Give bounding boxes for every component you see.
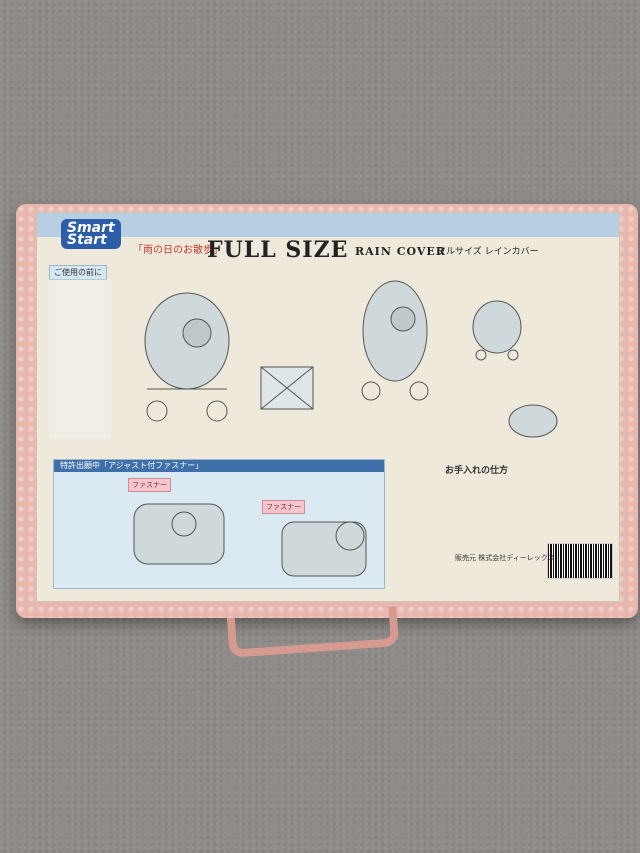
zipper-diagram-1 <box>133 503 225 565</box>
top-blue-band <box>37 213 619 237</box>
zipper-panel-header: 特許出願中「アジャスト付ファスナー」 <box>54 460 384 472</box>
zipper-diagram-2 <box>281 521 367 577</box>
product-subtitle-jp: フルサイズ レインカバー <box>437 247 539 257</box>
brand-logo-line1: Smart <box>67 220 115 236</box>
zipper-tag-2: ファスナー <box>262 500 305 514</box>
stroller-diagram-4 <box>508 404 558 438</box>
product-title: FULL SIZE <box>207 237 349 263</box>
insert-card: Smart Start 「雨の日のお散歩」 FULL SIZE RAIN COV… <box>36 212 620 602</box>
stroller-diagram-3 <box>472 300 522 361</box>
stroller-diagram-2 <box>361 280 429 401</box>
left-text-column <box>49 279 111 439</box>
zipper-panel: 特許出願中「アジャスト付ファスナー」 ファスナー ファスナー <box>53 459 385 589</box>
product-subtitle: RAIN COVER <box>355 245 446 258</box>
red-label: 「雨の日のお散歩」 <box>133 245 223 256</box>
care-section-title: お手入れの仕方 <box>445 466 509 476</box>
cover-frame-diagram <box>260 366 314 410</box>
brand-logo-line2: Start <box>67 232 107 248</box>
zipper-tag-1: ファスナー <box>128 478 171 492</box>
stroller-diagram-1 <box>144 292 230 422</box>
brand-logo: Smart Start <box>61 219 121 249</box>
left-section-header: ご使用の前に <box>49 265 107 280</box>
company-name: 販売元 株式会社ディーレックス <box>455 554 555 562</box>
barcode <box>547 543 613 579</box>
